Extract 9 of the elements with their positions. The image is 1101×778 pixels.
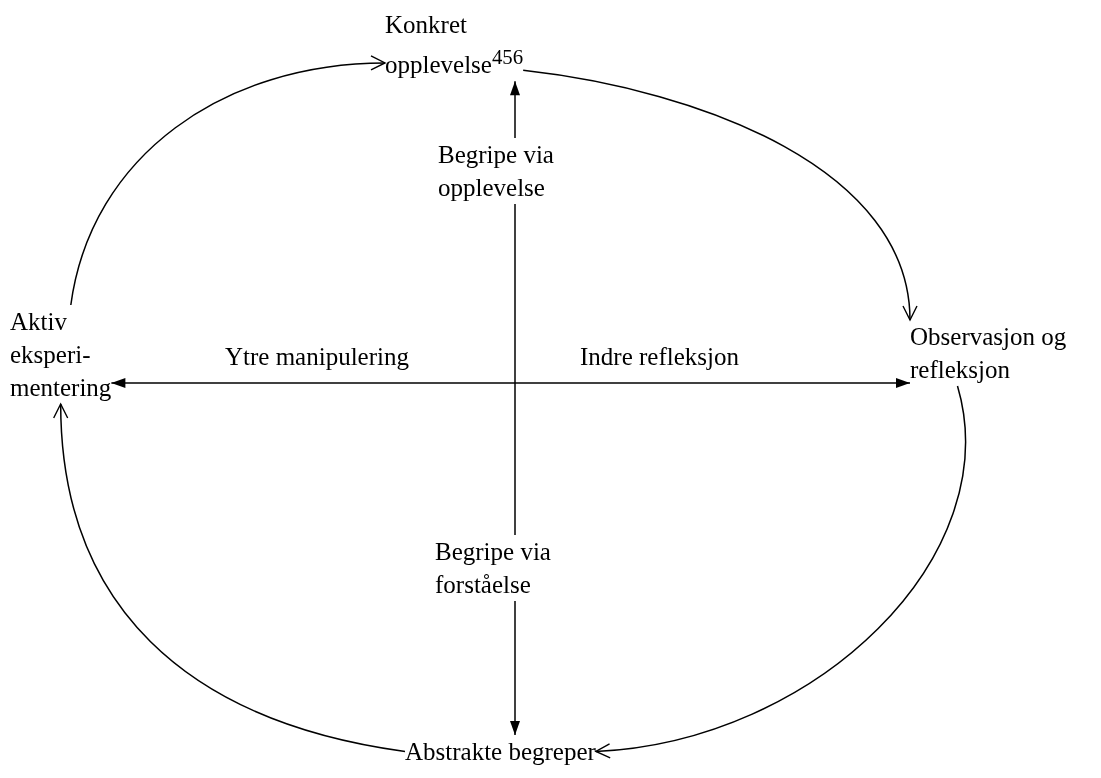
stage-label: Aktiv eksperi- mentering [10,305,112,404]
stage-label: Konkret opplevelse$^{456}$ [385,8,524,82]
curved-arrow [70,56,386,306]
curved-arrow [595,385,966,758]
axis-arrow [110,378,911,388]
stage-label: Abstrakte begreper [405,735,596,768]
curved-arrow [53,403,406,753]
curved-arrow [522,69,917,321]
stage-label: Observasjon og refleksjon [910,320,1100,386]
